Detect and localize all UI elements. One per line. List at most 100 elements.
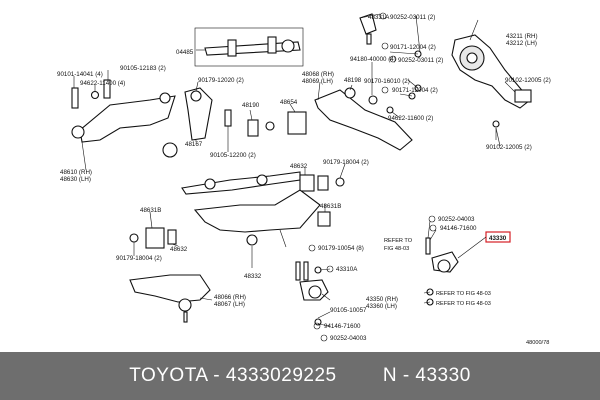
- upper-arm-bushing: [159, 92, 171, 104]
- label-90101-14041: 90101-14041 (4): [57, 71, 103, 78]
- ball-joint-43330-boot: [437, 259, 451, 273]
- label-48632: 48632: [290, 163, 308, 170]
- shaft-nut: [281, 39, 295, 53]
- bolt-90102: [492, 120, 500, 128]
- label-94622-11400: 94622-11400 (4): [80, 80, 125, 87]
- label-90252-03011-mid: 90252-03011 (2): [398, 57, 443, 64]
- lower-arm-assy: [129, 274, 211, 303]
- suspension-exploded-diagram: 48331A 90252-03011 (2) 43211 (RH) 43212 …: [57, 12, 551, 346]
- label-43330: 43330: [489, 235, 507, 242]
- bushing-48631B: [145, 227, 165, 249]
- label-90179-10054: 90179-10054 (8): [318, 245, 364, 252]
- label-43350: 43350 (RH): [366, 296, 398, 303]
- label-48630: 48630 (LH): [60, 176, 91, 183]
- label-90170-16010: 90170-16010 (2): [364, 78, 410, 85]
- label-90179-12020: 90179-12020 (2): [198, 77, 244, 84]
- label-48069: 48069 (LH): [302, 78, 333, 85]
- upper-ball-joint: [162, 142, 178, 158]
- label-48631B-left: 48631B: [140, 207, 161, 214]
- label-90179-18004-b: 90179-18004 (2): [116, 255, 162, 262]
- label-90102-12005-b: 90102-12005 (2): [486, 144, 532, 151]
- label-refer-fig-c: REFER TO FIG 48-03: [436, 301, 491, 307]
- label-43360: 43360 (LH): [366, 303, 397, 310]
- part-number-caption: TOYOTA - 4333029225 N - 43330: [129, 365, 471, 386]
- bushing-48654: [287, 111, 307, 135]
- bolt-90105-12200: [224, 109, 232, 127]
- bolt-90105: [103, 79, 111, 99]
- bushing-48632-b: [317, 175, 329, 191]
- nut-90179-top: [335, 177, 345, 187]
- label-refer-fig-b: REFER TO FIG 48-03: [436, 291, 491, 297]
- label-94180-40000: 94180-40000 (4): [350, 56, 396, 63]
- label-90105-12183: 90105-12183 (2): [120, 65, 166, 72]
- label-94622-11600: 94622-11600 (2): [388, 115, 433, 122]
- bushing-48631B-right: [317, 211, 331, 227]
- label-43211: 43211 (RH): [506, 33, 538, 40]
- nut-small: [386, 106, 394, 114]
- label-90105-10057: 90105-10057: [330, 307, 367, 314]
- bolt-a: [295, 261, 301, 281]
- spindle: [514, 89, 532, 103]
- knuckle-group: [359, 13, 532, 128]
- label-48167: 48167: [185, 141, 203, 148]
- label-48610: 48610 (RH): [60, 169, 92, 176]
- bracket-48331A: [359, 13, 377, 35]
- shaft-kit-box: [194, 27, 304, 67]
- rod-nut-a: [204, 178, 216, 190]
- label-04485: 04485: [176, 49, 194, 56]
- bolt-b: [303, 261, 309, 281]
- label-48332: 48332: [244, 273, 262, 280]
- bracket-bushing: [190, 90, 202, 102]
- part-labels: 48331A 90252-03011 (2) 43211 (RH) 43212 …: [57, 14, 551, 346]
- cotter-pin: [314, 318, 322, 326]
- bushing-48190: [247, 119, 259, 137]
- label-48632-left: 48632: [170, 246, 188, 253]
- label-90252-04003: 90252-04003: [438, 216, 475, 223]
- upper-arm-group: [71, 27, 307, 158]
- shaft-bushing-left: [227, 39, 237, 57]
- label-48331A: 48331A: [368, 14, 390, 21]
- label-90105-12200: 90105-12200 (2): [210, 152, 256, 159]
- lower-ball-joint: [178, 298, 192, 312]
- label-90252-04003-b: 90252-04003: [330, 335, 367, 342]
- middle-arm-group: [129, 171, 345, 249]
- bushing-48632: [299, 174, 315, 192]
- bolt-90101: [71, 87, 79, 109]
- bolt-48198: [344, 87, 356, 99]
- label-90252-03011-top: 90252-03011 (2): [390, 14, 435, 21]
- lower-arm-group: [129, 274, 211, 323]
- bumper-48332: [246, 234, 258, 246]
- label-94146-71600-b: 94146-71600: [324, 323, 361, 330]
- lower-ball-joint-stud: [183, 311, 188, 323]
- bolt-94146: [425, 237, 431, 255]
- washer-small: [265, 121, 275, 131]
- label-48067: 48067 (LH): [214, 301, 245, 308]
- strut-bar-group: [314, 87, 413, 151]
- label-43310A: 43310A: [336, 266, 358, 273]
- label-48654: 48654: [280, 99, 298, 106]
- label-90171-12004-b: 90171-12004 (2): [392, 87, 438, 94]
- strut-rod: [181, 171, 301, 195]
- label-48631B-right: 48631B: [320, 203, 341, 210]
- label-figure-code: 48000/78: [526, 340, 549, 346]
- label-48190: 48190: [242, 102, 260, 109]
- strut-bracket-48068: [314, 89, 413, 151]
- lower-control-arm: [193, 189, 321, 233]
- label-48198: 48198: [344, 77, 362, 84]
- label-48066: 48066 (RH): [214, 294, 246, 301]
- label-90179-18004: 90179-18004 (2): [323, 159, 369, 166]
- knuckle-hub-hole: [466, 52, 478, 64]
- label-48068: 48068 (RH): [302, 71, 334, 78]
- nut-94180: [368, 95, 378, 105]
- washer-94622: [90, 90, 100, 100]
- bushing-48632-left: [167, 229, 177, 245]
- upper-control-arm: [79, 95, 176, 143]
- caption-bar: TOYOTA - 4333029225 N - 43330: [0, 352, 600, 400]
- label-90171-12004-a: 90171-12004 (2): [390, 44, 436, 51]
- upper-arm-bushing-2: [71, 125, 85, 139]
- bolt-48331A: [366, 33, 372, 45]
- ball-joint-boot: [308, 285, 322, 299]
- shaft-bushing-right: [267, 36, 277, 54]
- label-refer-fig-a: REFER TO: [384, 238, 413, 244]
